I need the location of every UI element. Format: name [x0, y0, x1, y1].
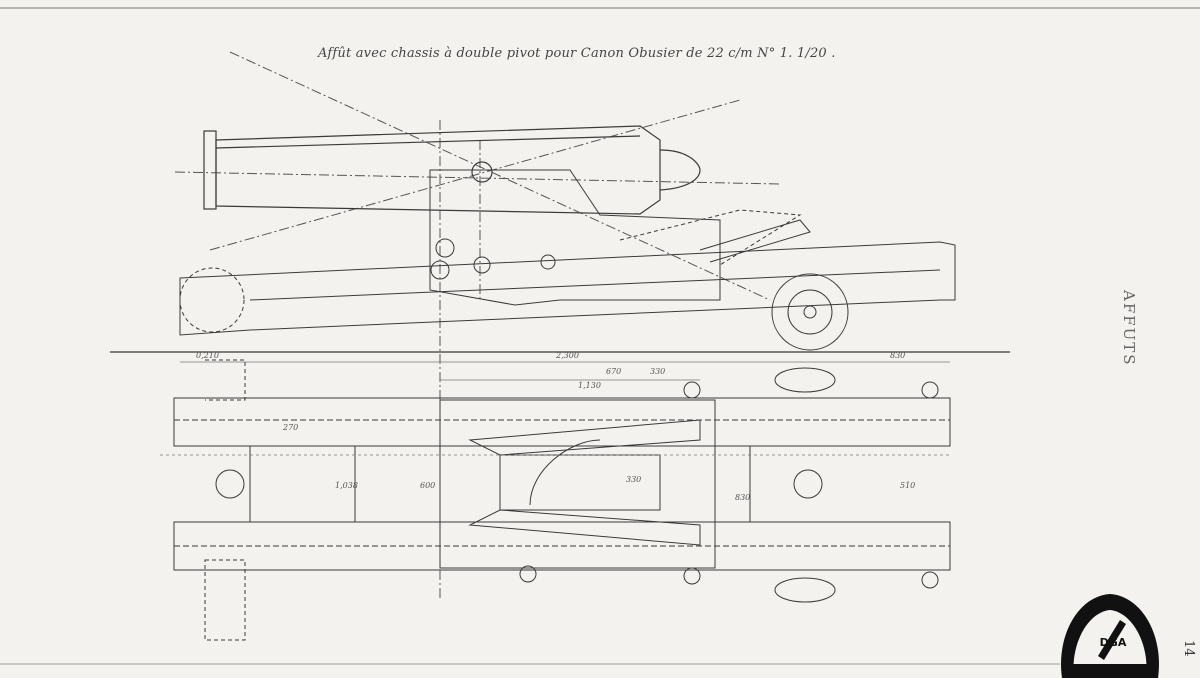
dimension-lines	[160, 361, 950, 456]
dim-label: 2,300	[555, 351, 579, 360]
dim-label: 670	[606, 367, 621, 376]
dim-label: 270	[282, 423, 298, 432]
dim-label: 510	[900, 481, 915, 490]
dimension-labels: 0,210 2,300 830 1,130 670 330 330 510 60…	[196, 351, 915, 502]
gun-barrel	[203, 125, 701, 215]
dim-label: 330	[626, 475, 641, 484]
chassis-plan	[173, 397, 951, 571]
drawing-title: Affût avec chassis à double pivot pour C…	[318, 46, 836, 61]
dim-label: 600	[420, 481, 435, 490]
section-label: AFFUTS	[1120, 290, 1138, 367]
archive-stamp-icon	[1061, 594, 1159, 678]
elevation-lines	[174, 51, 781, 600]
carriage-cheek	[429, 169, 811, 306]
stamp-text: DGA	[1099, 636, 1127, 649]
dim-label: 0,210	[196, 351, 219, 360]
dim-label: 830	[890, 351, 905, 360]
dim-label: 830	[735, 493, 750, 502]
page-number: 14	[1181, 640, 1196, 657]
pivot-wheels	[204, 359, 939, 641]
chassis-side	[179, 241, 956, 351]
dim-label: 330	[650, 367, 665, 376]
dim-label: 1,038	[335, 481, 358, 490]
top-carriage-plan	[439, 381, 716, 585]
dim-label: 1,130	[578, 381, 601, 390]
